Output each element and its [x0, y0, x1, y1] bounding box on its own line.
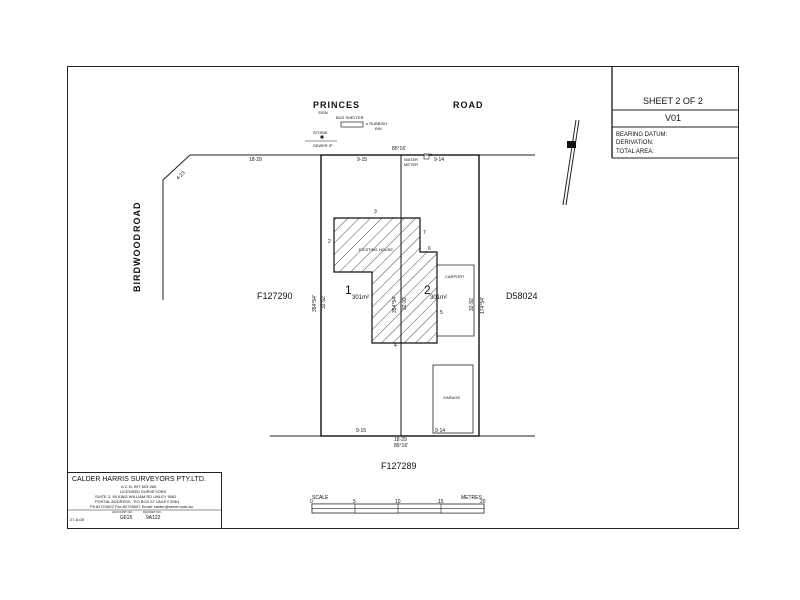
right-bearing: 174°54'	[480, 297, 486, 314]
road-name-birdwood: BIRDWOOD	[132, 233, 142, 292]
road-type-side: ROAD	[132, 201, 142, 233]
bin-label: BIN	[375, 126, 382, 131]
scale-tick-0: 0	[310, 499, 313, 505]
garage	[432, 364, 474, 434]
lot2-rear: 9·14	[435, 428, 446, 434]
meter-label: METER	[404, 162, 418, 167]
mid-length: 32·92	[402, 297, 408, 310]
rear-bearing: 85°16'	[394, 443, 409, 449]
bus-shelter	[340, 121, 364, 128]
lot2-area: 301m²	[430, 295, 448, 301]
company-licensed: LICENSED SURVEYORS	[120, 489, 167, 494]
gas-meter	[423, 153, 430, 160]
road-type-top: ROAD	[453, 100, 484, 110]
scale-bar	[311, 503, 485, 514]
adjoining-east: D58024	[506, 291, 538, 301]
north-arrow-icon	[562, 119, 580, 206]
docket-number: 9A122	[146, 515, 161, 521]
rear-total: 18·29	[394, 437, 407, 443]
stobie-pole	[320, 135, 324, 139]
house-mark-6: 6	[428, 246, 431, 252]
right-length: 32·92	[469, 298, 475, 311]
lots-boundary	[320, 154, 480, 437]
company-postal: POSTAL ADDRESS : PO BOX 67 UNLEY 5061	[95, 499, 180, 504]
scale-label: SCALE	[312, 495, 329, 501]
docket-label: DOCKET NO.	[143, 510, 162, 514]
rubbish-bin-label: o RUBBISH	[366, 121, 388, 126]
mid-bearing: 354°54'	[392, 296, 398, 313]
company-acn: A.C.N. 007 603 265	[121, 484, 157, 489]
left-length: 32·92	[321, 296, 327, 309]
carport-label: CARPORT	[445, 274, 465, 279]
garage-label: GARAGE	[443, 395, 461, 400]
lot2-front: 9·14	[434, 157, 445, 163]
house-mark-2: 2	[328, 239, 331, 245]
adjoining-west: F127290	[257, 291, 293, 301]
top-left-frontage: 18·29	[249, 157, 262, 163]
scale-tick-20: 20	[480, 499, 486, 505]
house-mark-5: 5	[440, 310, 443, 316]
derivation-label: DERIVATION:	[616, 140, 654, 146]
stobie-label: STOBIE	[313, 130, 328, 135]
house-mark-7: 7	[423, 230, 426, 236]
total-area-label: TOTAL AREA:	[616, 149, 654, 155]
scale-tick-15: 15	[438, 499, 444, 505]
lot1-number: 1	[345, 283, 352, 297]
birdwood-road-boundary	[162, 154, 191, 300]
sign-label: SIGN	[318, 110, 328, 115]
left-bearing: 354°54'	[312, 295, 318, 312]
lot1-area: 301m²	[352, 295, 370, 301]
company-name: CALDER HARRIS SURVEYORS PTY.LTD.	[72, 476, 206, 483]
gas-label: GAS	[424, 152, 433, 157]
house-mark-4: 4	[394, 343, 397, 349]
account-number: G615	[120, 515, 133, 521]
sheet-number: SHEET 2 OF 2	[643, 96, 703, 106]
bearing-datum-label: BEARING DATUM:	[616, 132, 668, 138]
lot1-front: 9·15	[357, 157, 368, 163]
carport	[437, 264, 475, 337]
surveyor-title-block	[67, 472, 222, 529]
sewer-ip-label: SEWER IP	[313, 143, 333, 148]
company-address: SUITE 3, 95 KING WILLIAM RD UNLEY 5061	[95, 494, 177, 499]
scale-tick-10: 10	[395, 499, 401, 505]
drawing-frame	[67, 66, 739, 529]
lot2-number: 2	[424, 283, 431, 297]
scale-tick-5: 5	[353, 499, 356, 505]
scale-units: METRES	[461, 495, 482, 501]
road-name-princes: PRINCES	[313, 100, 361, 110]
existing-house-label: EXISTING HOUSE	[359, 247, 394, 252]
plan-date: 27-8-08	[70, 517, 84, 522]
bus-shelter-label: BUS SHELTER	[336, 115, 364, 120]
top-bearing: 85°16'	[392, 146, 407, 152]
account-label: ACCOUNT NO.	[112, 510, 133, 514]
adjoining-south: F127289	[381, 461, 417, 471]
house-mark-3: 3	[374, 209, 377, 215]
existing-house	[333, 217, 438, 344]
version-label: V01	[665, 113, 682, 123]
company-contact: Ph.82721822 Fax.82725007 Email: calder@s…	[90, 504, 193, 509]
lot1-rear: 9·15	[356, 428, 367, 434]
water-meter-label: WATER	[404, 157, 418, 162]
